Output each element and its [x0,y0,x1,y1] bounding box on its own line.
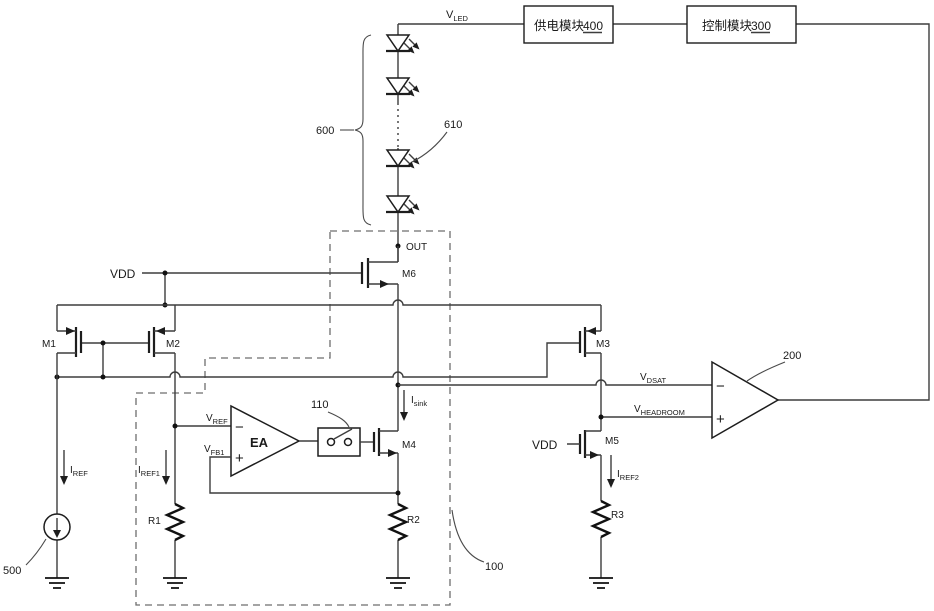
r2-label: R2 [407,515,420,526]
headroom-branch: VHEADROOM VDD M5 IREF2 R3 [532,353,712,589]
net-label-out: OUT [406,242,427,253]
led-icon [384,76,421,98]
m4-label: M4 [402,440,416,451]
module-100-ref: 100 [485,561,503,573]
net-label-vfb1: VFB1 [204,444,224,457]
mosfet-m2: M2 [147,327,180,357]
led-unit-ref: 610 [444,119,462,131]
net-label-vheadroom: VHEADROOM [634,404,685,417]
led-icon [384,194,421,216]
ea-minus-sign: − [235,419,244,436]
led-icon [384,148,421,170]
ground-icon [588,577,614,589]
resistor-r2 [387,502,409,542]
m3-label: M3 [596,339,610,350]
net-label-vdd-m5: VDD [532,438,558,452]
mosfet-m1: M1 [42,327,83,357]
current-label-isink: Isink [411,395,427,408]
m2-label: M2 [166,339,180,350]
current-label-iref: IREF [70,465,88,478]
r3-label: R3 [611,510,624,521]
power-module-block: 供电模块 400 [523,5,614,44]
power-module-label: 供电模块 [534,19,585,33]
vdd-feed: VDD [110,267,362,308]
error-amplifier-ea: − + EA VREF VFB1 [204,404,398,494]
resistor-r1 [164,502,186,542]
mosfet-m3: M3 [578,327,610,357]
m5-label: M5 [605,436,619,447]
net-label-vdsat: VDSAT [640,372,667,385]
ea-plus-sign: + [235,450,244,467]
mosfet-m6: M6 [360,246,416,385]
vref-branch: IREF1 R1 [138,353,231,589]
m1-label: M1 [42,339,56,350]
led-icon [384,33,421,55]
comparator-minus-sign: − [716,378,725,395]
current-label-iref1: IREF1 [138,465,160,478]
ground-icon [44,577,70,589]
net-label-vdd: VDD [110,267,136,281]
mosfet-m5: VDD M5 [532,430,619,459]
current-source-500: 500 IREF [3,353,88,589]
r1-label: R1 [148,516,161,527]
comparator-plus-sign: + [716,411,725,428]
control-module-ref: 300 [751,19,771,33]
control-module-label: 控制模块 [702,19,753,33]
ground-icon [385,577,411,589]
m6-label: M6 [402,269,416,280]
net-label-vled: VLED [446,9,469,23]
mosfet-m4: M4 Isink R2 [372,382,427,589]
module-100-outline: 100 [135,230,503,606]
current-source-ref: 500 [3,565,21,577]
led-chain-ref: 600 [316,125,334,137]
top-interconnect [398,23,930,401]
net-label-vref: VREF [206,413,228,426]
led-chain: 600 610 [316,24,462,262]
comparator-200: − + 200 [711,350,801,440]
switch-110: 110 [311,399,374,457]
comparator-ref: 200 [783,350,801,362]
gate-bus [57,342,580,378]
switch-ref: 110 [311,399,329,411]
ea-label: EA [250,435,269,450]
current-label-iref2: IREF2 [617,469,639,482]
ground-icon [162,577,188,589]
source-rail [56,299,602,331]
control-module-block: 控制模块 300 [686,5,797,44]
power-module-ref: 400 [583,19,603,33]
resistor-r3 [590,499,612,539]
